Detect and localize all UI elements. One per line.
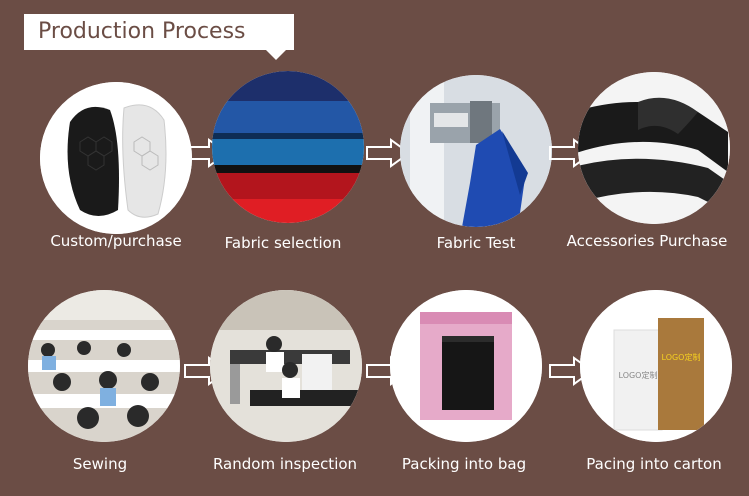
step-1-label: Custom/purchase (50, 232, 182, 250)
step-8-image: LOGO定制 LOGO定制 (580, 290, 732, 442)
step-2-label: Fabric selection (224, 234, 342, 252)
step-1-image (40, 82, 192, 234)
step-7-label: Packing into bag (401, 455, 527, 473)
page-title: Production Process (38, 19, 246, 44)
carton-label-white: LOGO定制 (619, 370, 658, 380)
step-3-image (400, 75, 552, 227)
step-4-label: Accessories Purchase (566, 232, 728, 250)
carton-label-brown: LOGO定制 (662, 352, 701, 362)
step-6-image (210, 290, 362, 442)
step-5-label: Sewing (72, 455, 128, 473)
step-5-image (28, 290, 180, 442)
step-4-image (578, 72, 730, 224)
step-3-label: Fabric Test (436, 234, 516, 252)
step-6-label: Random inspection (212, 455, 358, 473)
step-7-image (390, 290, 542, 442)
step-8-label: Pacing into carton (586, 455, 722, 473)
step-2-image (212, 71, 364, 223)
title-banner: Production Process (24, 14, 294, 60)
